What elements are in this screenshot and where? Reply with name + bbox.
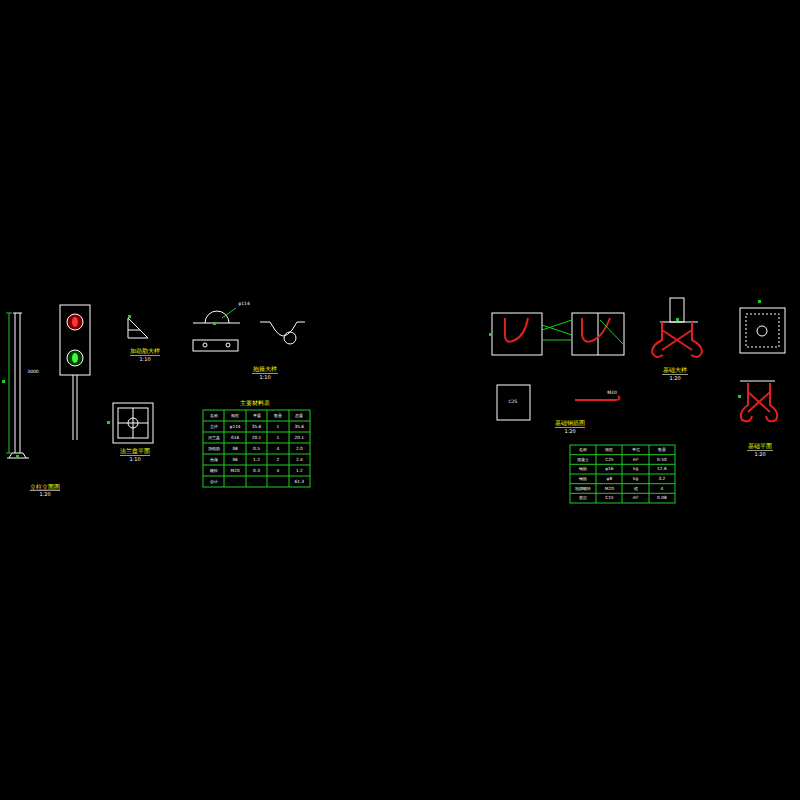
drawing-label: 基础钢筋图: [555, 421, 585, 427]
drawing-label: δ16: [231, 435, 239, 439]
drawing-label: 钢筋: [579, 477, 587, 481]
drawing-label: kg: [633, 467, 638, 471]
drawing-label: 加劲肋大样: [130, 349, 160, 355]
drawing-label: M20: [605, 486, 614, 490]
drawing-label: 12.6: [657, 467, 667, 471]
drawing-label: 规格: [605, 448, 613, 452]
drawing-label: 1:10: [139, 357, 150, 362]
drawing-label: 20.1: [295, 435, 305, 439]
drawing-label: 数量: [274, 413, 282, 417]
drawing-label: 0.5: [253, 446, 260, 450]
drawing-label: 1:20: [669, 376, 680, 381]
drawing-label: kg: [633, 477, 638, 481]
drawing-label: 0.3: [253, 468, 260, 472]
drawing-label: 0.50: [657, 457, 667, 461]
drawing-label: 混凝土: [577, 457, 589, 461]
drawing-label: 垫层: [579, 496, 587, 500]
drawing-label: 抱箍: [210, 457, 218, 461]
drawing-label: 20.1: [252, 435, 262, 439]
drawing-label: 螺栓: [210, 468, 218, 472]
drawing-label: δ8: [232, 446, 237, 450]
drawing-label: 主要材料表: [240, 401, 270, 407]
drawing-label: M20: [607, 391, 617, 396]
drawing-label: 单位: [632, 448, 640, 452]
drawing-label: 地脚螺栓: [575, 486, 591, 490]
drawing-label: 2.4: [296, 457, 303, 461]
drawing-label: m³: [633, 496, 639, 500]
drawing-label: 3000: [27, 370, 38, 375]
drawing-label: 总重: [295, 413, 303, 417]
drawing-label: 法兰盘平面: [120, 449, 150, 455]
drawing-label: 1:10: [129, 457, 140, 462]
drawing-label: 1.2: [296, 468, 303, 472]
drawing-label: 钢筋: [579, 467, 587, 471]
drawing-label: φ114: [238, 302, 250, 307]
drawing-label: 1: [277, 435, 280, 439]
drawing-label: 1.2: [253, 457, 260, 461]
drawing-label: 2.0: [296, 446, 303, 450]
drawing-label: 1:20: [39, 492, 50, 497]
drawing-label: 名称: [210, 413, 218, 417]
drawing-label: 数量: [658, 448, 666, 452]
drawing-label: 加劲肋: [208, 446, 220, 450]
drawing-label: 2: [277, 457, 280, 461]
drawing-label: 4: [277, 468, 280, 472]
drawing-label: δ6: [232, 457, 237, 461]
drawing-label: 法兰盘: [208, 435, 220, 439]
drawing-label: C15: [605, 496, 613, 500]
drawing-label: 立柱立面图: [30, 484, 60, 490]
drawing-label: C25: [605, 457, 613, 461]
drawing-label: 61.3: [295, 479, 305, 483]
drawing-label: 根: [634, 486, 638, 490]
drawing-label: 单重: [253, 413, 261, 417]
drawing-label: 基础大样: [663, 368, 687, 374]
drawing-label: 合计: [210, 479, 218, 483]
drawing-label: 4: [277, 446, 280, 450]
drawing-label: C25: [509, 400, 518, 405]
drawing-label: 4: [661, 486, 664, 490]
drawing-label: 1: [277, 424, 280, 428]
drawing-label: φ114: [230, 424, 241, 428]
drawing-label: 1:10: [259, 375, 270, 380]
drawing-label: 抱箍大样: [253, 367, 277, 373]
drawing-label: M20: [231, 468, 240, 472]
drawing-label: 基础平面: [748, 444, 772, 450]
drawing-label: φ16: [605, 467, 613, 471]
drawing-label: 立柱: [210, 424, 218, 428]
drawing-label: 0.08: [657, 496, 667, 500]
drawing-label: m³: [633, 457, 639, 461]
drawing-label: 1:20: [754, 452, 765, 457]
drawing-label: 3.2: [658, 477, 665, 481]
drawing-label: φ8: [607, 477, 613, 481]
drawing-label: 35.6: [252, 424, 262, 428]
drawing-label: 1:20: [564, 429, 575, 434]
drawing-label: 规格: [231, 413, 239, 417]
drawing-label: 名称: [579, 448, 587, 452]
drawing-label: 35.6: [295, 424, 305, 428]
